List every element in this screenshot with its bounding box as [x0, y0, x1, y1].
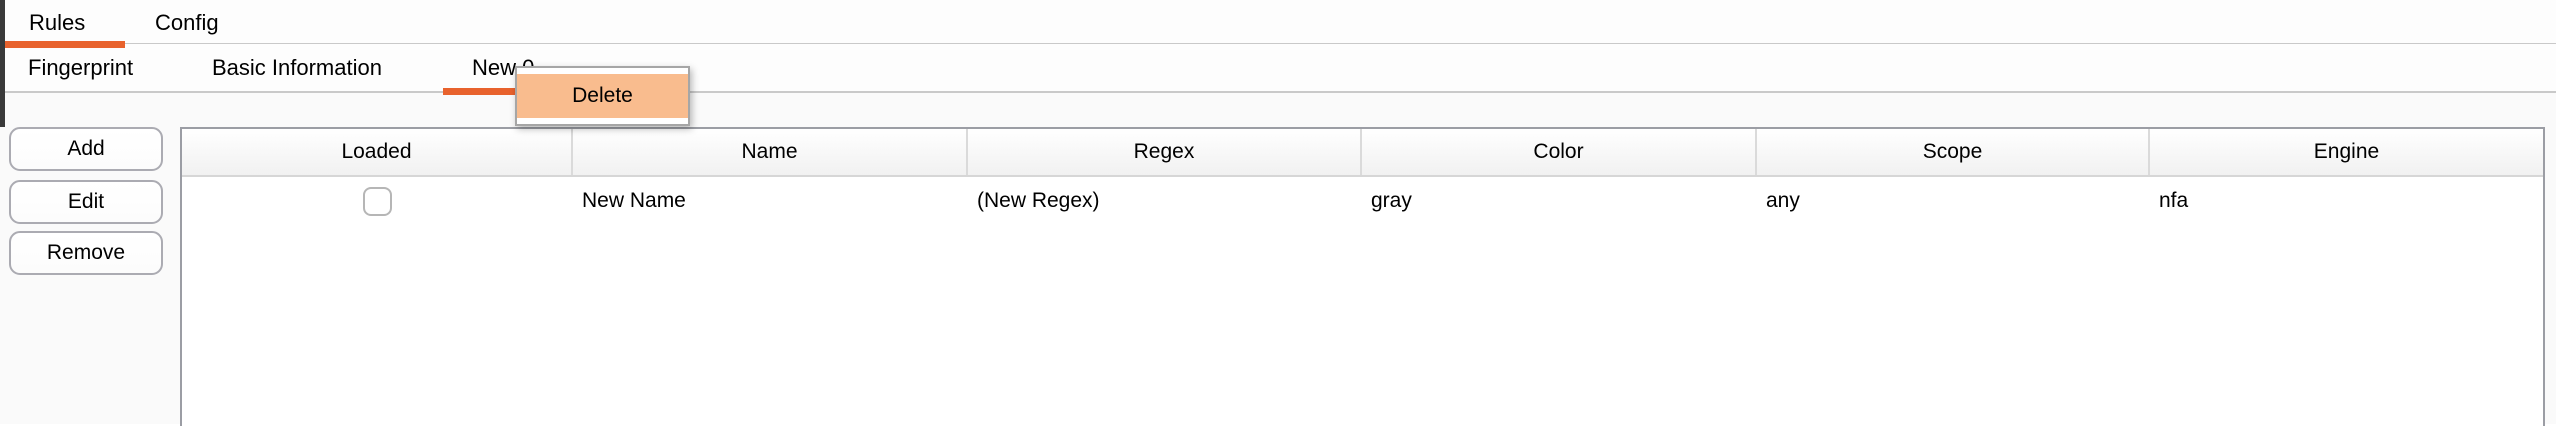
selected-tab-underline-rules — [0, 41, 125, 48]
cell-loaded — [182, 177, 573, 225]
cell-name: New Name — [582, 189, 686, 212]
primary-tab-bar — [0, 0, 2556, 44]
column-header-color[interactable]: Color — [1362, 129, 1757, 175]
column-header-name[interactable]: Name — [573, 129, 968, 175]
remove-button[interactable]: Remove — [9, 231, 163, 275]
column-header-loaded[interactable]: Loaded — [182, 129, 573, 175]
rules-table: Loaded Name Regex Color Scope Engine New… — [180, 127, 2545, 426]
column-header-regex[interactable]: Regex — [968, 129, 1362, 175]
loaded-checkbox[interactable] — [363, 186, 392, 216]
column-header-engine[interactable]: Engine — [2313, 140, 2380, 163]
add-button[interactable]: Add — [9, 127, 163, 171]
cell-regex: (New Regex) — [977, 189, 1100, 212]
edit-button[interactable]: Edit — [9, 180, 163, 224]
tab-config[interactable]: Config — [155, 10, 219, 35]
cell-color: gray — [1371, 189, 1412, 212]
menu-item-delete[interactable]: Delete — [517, 74, 688, 118]
tab-basic-information[interactable]: Basic Information — [212, 55, 382, 80]
tab-rules[interactable]: Rules — [29, 10, 86, 35]
cell-engine: nfa — [2159, 189, 2189, 212]
column-header-scope[interactable]: Scope — [1757, 129, 2150, 175]
secondary-tab-bar — [0, 44, 2556, 92]
secondary-tab-separator — [0, 91, 2556, 93]
selected-tab-underline-new-0 — [443, 88, 557, 95]
tab-fingerprint[interactable]: Fingerprint — [28, 55, 134, 80]
window-left-edge — [0, 0, 5, 127]
context-menu: Delete — [515, 66, 690, 126]
table-header-row: Loaded Name Regex Color Scope Engine — [182, 129, 2543, 177]
table-row[interactable]: New Name (New Regex) gray any nfa — [182, 177, 2543, 225]
cell-scope: any — [1766, 189, 1800, 212]
